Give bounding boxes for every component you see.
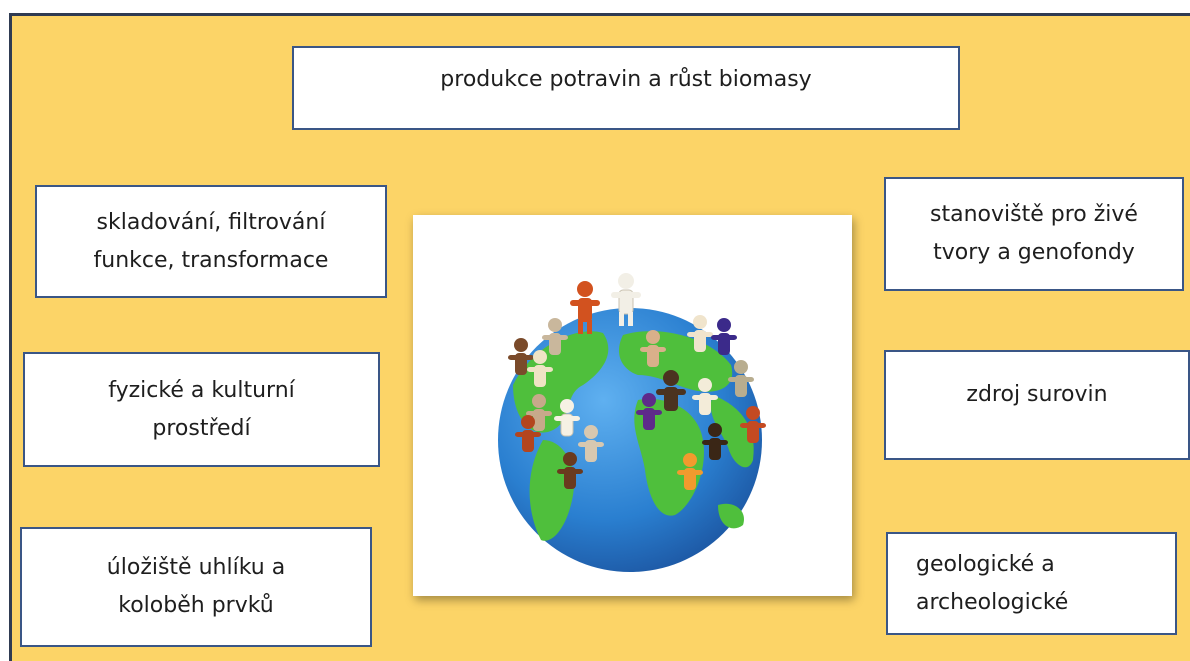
box-carbon-storage: úložiště uhlíku a koloběh prvků — [20, 527, 372, 647]
box-food-production-line-1: produkce potravin a růst biomasy — [440, 67, 812, 92]
box-geological-archaeological-line-1: geologické a — [916, 551, 1055, 577]
box-storage-filtering-line-1: skladování, filtrování — [96, 209, 326, 235]
box-physical-cultural-line-2: prostředí — [152, 415, 251, 441]
box-raw-materials-line-1: zdroj surovin — [966, 382, 1108, 407]
box-habitat-genepool: stanoviště pro živé tvory a genofondy — [884, 177, 1184, 291]
people-figures — [508, 273, 766, 490]
box-carbon-storage-line-2: koloběh prvků — [118, 593, 274, 618]
box-geological-archaeological: geologické a archeologické — [886, 532, 1177, 635]
box-carbon-storage-line-1: úložiště uhlíku a — [106, 555, 286, 580]
box-habitat-genepool-line-1: stanoviště pro živé — [930, 202, 1138, 227]
box-raw-materials: zdroj surovin — [884, 350, 1190, 460]
box-storage-filtering: skladování, filtrování funkce, transform… — [35, 185, 387, 298]
box-physical-cultural-line-1: fyzické a kulturní — [108, 377, 295, 403]
box-storage-filtering-line-2: funkce, transformace — [93, 247, 329, 273]
box-food-production: produkce potravin a růst biomasy — [292, 46, 960, 130]
box-physical-cultural: fyzické a kulturní prostředí — [23, 352, 380, 467]
box-geological-archaeological-line-2: archeologické — [916, 589, 1069, 615]
globe-illustration — [498, 273, 766, 572]
box-habitat-genepool-line-2: tvory a genofondy — [933, 240, 1135, 265]
globe-with-people-icon — [413, 215, 852, 596]
